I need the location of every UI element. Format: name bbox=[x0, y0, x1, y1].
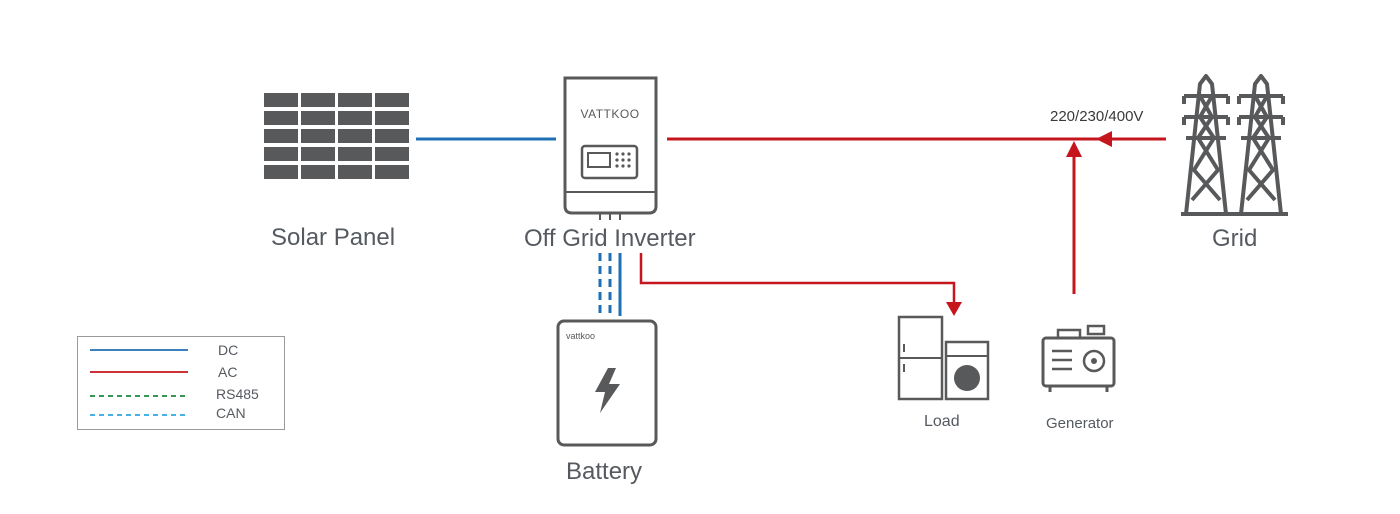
solar-panel-icon bbox=[264, 93, 409, 179]
solar-panel-label: Solar Panel bbox=[271, 224, 396, 251]
battery-label: Battery bbox=[566, 458, 643, 485]
legend-can-label: CAN bbox=[216, 405, 246, 421]
legend-rs485-label: RS485 bbox=[216, 386, 259, 402]
voltage-label: 220/230/400V bbox=[1050, 108, 1144, 125]
appliance-icon bbox=[897, 315, 990, 401]
ac-arrow-from-generator bbox=[1066, 141, 1082, 157]
legend bbox=[77, 336, 285, 430]
load-label: Load bbox=[924, 413, 960, 430]
inverter-brand-logo: VATTKOO bbox=[580, 107, 639, 121]
battery-icon: vattkoo bbox=[556, 319, 658, 447]
ac-arrow-to-load bbox=[946, 302, 962, 316]
legend-ac-label: AC bbox=[218, 364, 238, 380]
inverter-icon: VATTKOO bbox=[563, 76, 658, 220]
ac-line-load bbox=[639, 253, 956, 304]
ac-arrow-from-grid bbox=[1096, 131, 1112, 147]
legend-dc-label: DC bbox=[218, 342, 239, 358]
transmission-tower-icon bbox=[1181, 74, 1288, 216]
grid-label: Grid bbox=[1212, 225, 1258, 252]
generator-label: Generator bbox=[1046, 415, 1114, 432]
battery-brand-logo: vattkoo bbox=[566, 331, 595, 341]
inverter-label: Off Grid Inverter bbox=[524, 225, 696, 252]
generator-icon bbox=[1041, 324, 1116, 392]
